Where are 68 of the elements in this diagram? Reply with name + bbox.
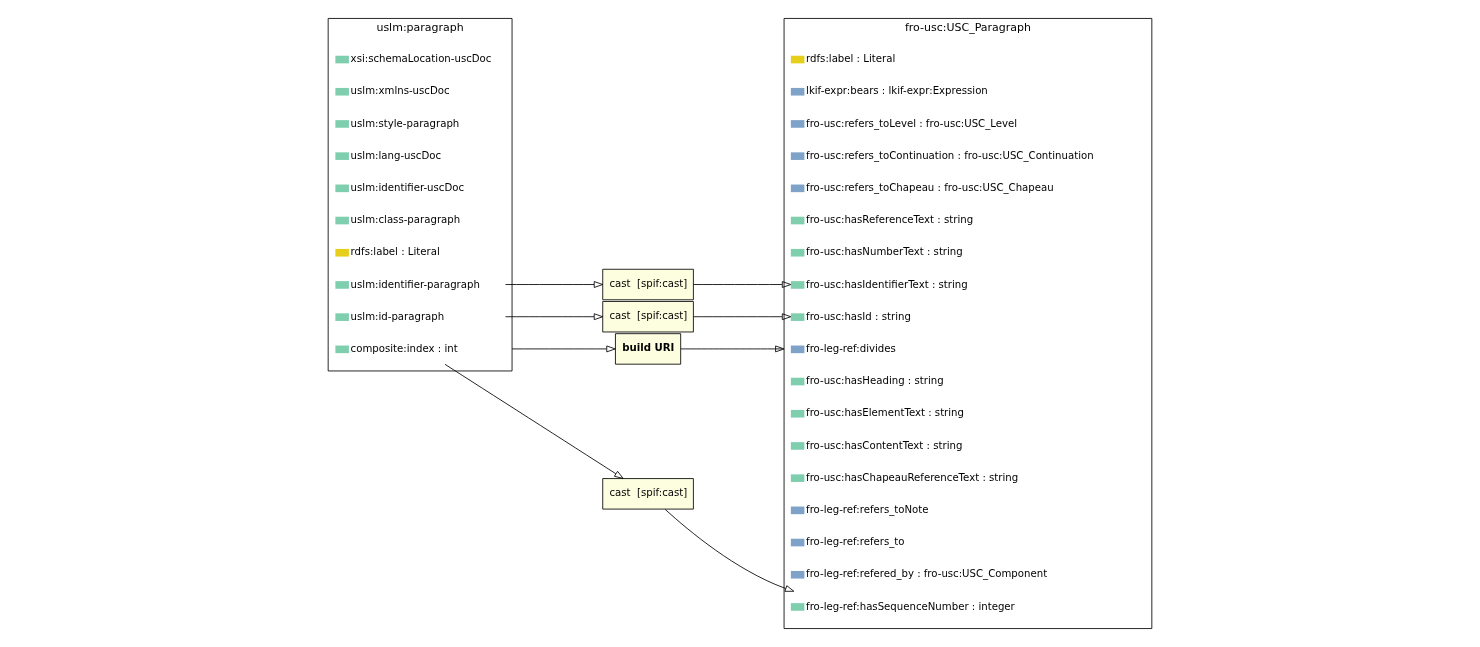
node-label: xsi:schemaLocation-uscDoc bbox=[350, 53, 492, 65]
node-box bbox=[790, 409, 805, 418]
arrow bbox=[505, 313, 604, 321]
node-label: uslm:lang-uscDoc bbox=[350, 149, 442, 161]
node-label: fro-usc:hasHeading : string bbox=[806, 375, 944, 387]
node-box bbox=[790, 248, 805, 257]
node-box: build URI bbox=[615, 333, 682, 365]
node-box bbox=[790, 216, 805, 225]
node-box bbox=[335, 184, 349, 193]
node-label: uslm:id-paragraph bbox=[350, 310, 445, 322]
node-box bbox=[335, 313, 349, 321]
node-box bbox=[335, 345, 349, 354]
node-box bbox=[790, 184, 805, 193]
node-label: fro-usc:hasNumberText : string bbox=[806, 246, 963, 258]
node-box: cast [spif:cast] bbox=[602, 478, 694, 510]
node-box bbox=[790, 570, 805, 579]
node-label: fro-leg-ref:refers_toNote bbox=[806, 503, 929, 515]
arrow bbox=[693, 313, 792, 321]
node-label: rdfs:label : Literal bbox=[350, 246, 440, 258]
node-box bbox=[790, 152, 805, 160]
node-label: fro-usc:refers_toChapeau : fro-usc:USC_Chapeau bbox=[806, 181, 1054, 193]
arrow bbox=[664, 509, 795, 592]
node-box bbox=[335, 87, 349, 96]
node-box bbox=[790, 377, 805, 386]
arrow bbox=[505, 281, 604, 288]
node-box bbox=[335, 55, 349, 64]
node-box bbox=[790, 120, 805, 128]
node-label: fro-leg-ref:divides bbox=[806, 342, 896, 354]
node-label: uslm:identifier-paragraph bbox=[350, 278, 480, 290]
node-label: fro-usc:hasIdentifierText : string bbox=[806, 278, 968, 290]
node-label: fro-usc:refers_toContinuation : fro-usc:USC_Continuation bbox=[806, 149, 1094, 161]
arrow bbox=[511, 345, 616, 353]
node-label: fro-leg-ref:refered_by : fro-usc:USC_Component bbox=[806, 568, 1048, 580]
node-label: fro-leg-ref:hasSequenceNumber : integer bbox=[806, 600, 1015, 612]
node-box bbox=[790, 474, 805, 482]
node-label: composite:index : int bbox=[350, 342, 458, 354]
node-box bbox=[790, 442, 805, 450]
node-box bbox=[790, 538, 805, 547]
node-box: cast [spif:cast] bbox=[602, 301, 694, 333]
arrow bbox=[444, 363, 624, 479]
node-label: fro-usc:hasId : string bbox=[806, 310, 911, 322]
node-label: fro-usc:hasChapeauReferenceText : string bbox=[806, 471, 1019, 483]
node-box: cast [spif:cast] bbox=[602, 268, 694, 301]
node-box bbox=[790, 313, 805, 321]
node-label: lkif-expr:bears : lkif-expr:Expression bbox=[806, 85, 988, 97]
node-label: uslm:xmlns-uscDoc bbox=[350, 85, 450, 97]
node-label: fro-usc:hasElementText : string bbox=[806, 407, 964, 419]
node-box bbox=[790, 506, 805, 515]
node-label: fro-usc:refers_toLevel : fro-usc:USC_Level bbox=[806, 117, 1018, 129]
node-box bbox=[790, 281, 805, 289]
arrow bbox=[680, 345, 785, 353]
node-label: uslm:identifier-uscDoc bbox=[350, 181, 465, 193]
node-label: fro-usc:hasContentText : string bbox=[806, 439, 963, 451]
node-box bbox=[335, 248, 349, 257]
node-box bbox=[335, 216, 349, 225]
node-box bbox=[335, 120, 349, 128]
node-box bbox=[335, 281, 349, 289]
node-box bbox=[790, 345, 805, 354]
node-label: fro-usc:hasReferenceText : string bbox=[806, 214, 974, 226]
arrow bbox=[693, 281, 792, 288]
node-box bbox=[790, 603, 805, 611]
node-label: uslm:style-paragraph bbox=[350, 117, 460, 129]
node-box bbox=[335, 152, 349, 160]
node-label: uslm:class-paragraph bbox=[350, 214, 461, 226]
node-label: fro-leg-ref:refers_to bbox=[806, 536, 905, 548]
node-box bbox=[790, 55, 805, 64]
node-box bbox=[790, 87, 805, 96]
node-label: rdfs:label : Literal bbox=[806, 53, 896, 65]
